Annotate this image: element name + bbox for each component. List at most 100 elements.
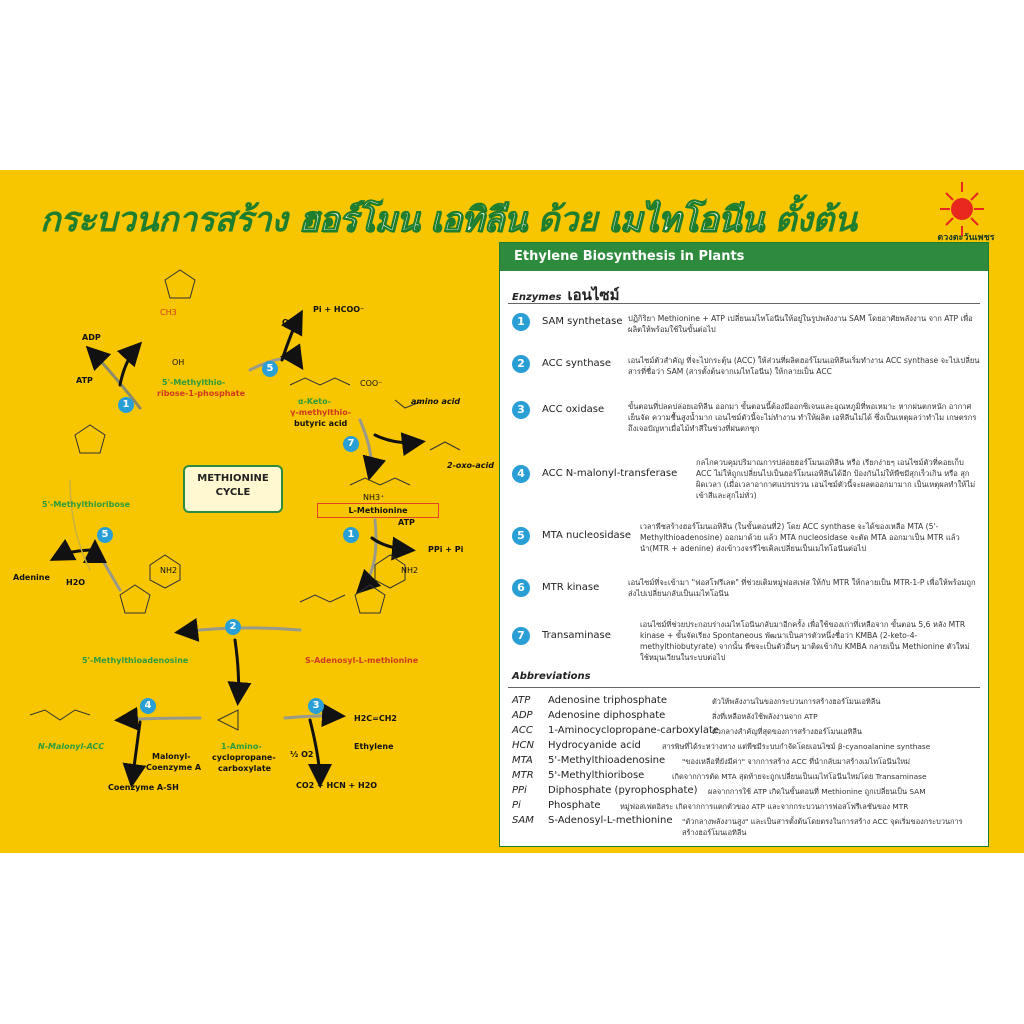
abbr-row: Pi Phosphate หมู่ฟอสเฟตอิสระ เกิดจากการแตก… [512,800,982,815]
aminoacid [394,399,421,409]
coo-kmba: COO⁻ [360,379,383,388]
mtr1p-b: ribose-1-phosphate [157,389,246,398]
enzyme-name: Transaminase [542,630,611,641]
abbr-key: PPi [512,785,527,796]
malonyl-coa-a: Malonyl- [152,752,191,761]
adenine-label: Adenine [13,573,50,582]
kmba-chain [289,377,351,386]
adp-label: ADP [82,333,101,342]
coa-sh-label: Coenzyme A-SH [108,783,179,792]
acc-b: cyclopropane- [212,753,276,762]
arrow-adp [116,341,143,387]
acc-ring [216,709,239,731]
ppi-pi-label: PPi + Pi [428,545,464,554]
enzyme-desc: กลไกควบคุมปริมาณการปล่อยฮอร์โมนเอทิลีน ห… [696,458,976,500]
abbr-value: Hydrocyanide acid [548,740,641,751]
abbr-key: MTR [512,770,534,781]
enzyme-desc: เอนไซม์ตัวสำคัญ ที่จะไปกระตุ้น (ACC) ให้… [628,356,980,376]
enzyme-number: 5 [512,527,530,545]
abbr-key: ATP [512,695,531,706]
lmet-chain [349,477,411,486]
enzyme-number: 4 [512,465,530,483]
sam-chain [299,594,346,603]
abbr-desc: ผลจากการใช้ ATP เกิดในขั้นตอนที่ Methion… [708,787,926,796]
arrow-coa [122,720,147,788]
enzyme-number: 2 [512,355,530,373]
nh2-sam: NH2 [401,566,419,575]
abbr-value: Adenosine triphosphate [548,695,667,706]
ethylene-formula: H2C=CH2 [354,714,397,723]
abbr-value: 1-Aminocyclopropane-carboxylate [548,725,720,736]
abbr-value: Phosphate [548,800,601,811]
cycle-arc-left [69,479,91,571]
mtr-ring [74,424,106,454]
step-7-badge: 7 [343,436,359,452]
abbr-value: Diphosphate (pyrophosphate) [548,785,698,796]
abbr-value: 5'-Methylthioadenosine [548,755,666,766]
page-title: กระบวนการสร้าง ฮอร์โมน เอทิลีน ด้วย เมไท… [40,192,857,246]
nh3-lmet: NH3⁺ [363,493,385,502]
mtr1p-a: 5'-Methylthio- [162,378,226,387]
sam-label: S-Adenosyl-L-methionine [305,656,419,665]
enzyme-name: ACC oxidase [542,404,605,415]
ethylene-label: Ethylene [354,742,394,751]
abbr-row: HCN Hydrocyanide acid สารพิษที่ได้ระหว่างท… [512,740,982,755]
step-4-badge: 4 [140,698,156,714]
step-6-badge: 1 [118,397,134,413]
abbr-desc: เกิดจากการตัด MTA สุดท้ายจะถูกเปลี่ยนเป็… [672,772,927,781]
enzyme-name: MTA nucleosidase [542,530,632,541]
arrow-step4 [114,706,202,731]
title-part3: ด้วย [537,200,598,240]
products-label: CO2 + HCN + H2O [296,781,378,790]
arrow-amino [373,432,426,457]
malonyl-coa-b: Coenzyme A [146,763,202,772]
enzyme-desc: เวลาพืชสร้างฮอร์โมนเอทิลีน (ในขั้นตอนที่… [640,522,960,553]
acc-c: carboxylate [218,764,272,773]
enzyme-desc: เอนไซม์ที่ช่วยประกอบร่างเมไทโอนีนกลับมาอ… [640,620,970,662]
enzyme-name: MTR kinase [542,582,600,593]
abbr-desc: หมู่ฟอสเฟตอิสระ เกิดจากการแตกตัวของ ATP … [620,802,909,811]
o2-label: O2 [282,318,295,327]
abbr-desc: "ของเหลือที่ยังมีค่า" จากการสร้าง ACC ที… [682,757,911,766]
mta-ring [119,584,151,614]
logo-text: ตวงตะวันเพชร [937,233,995,243]
arrow-step6 [85,345,142,410]
enzyme-desc: ปฏิกิริยา Methionine + ATP เปลี่ยนเมไทโอ… [628,314,973,334]
enzyme-name: ACC N-malonyl-transferase [542,468,678,479]
kmba-c: butyric acid [294,419,348,428]
abbr-desc: สารพิษที่ได้ระหว่างทาง แต่พืชมีระบบกำจัด… [662,742,931,751]
enzyme-number: 1 [512,313,530,331]
title-part5: ตั้งต้น [774,200,858,240]
malonyl-chain [29,709,91,721]
step-2-badge: 2 [225,619,241,635]
abbr-desc: ตัวให้พลังงานในของกระบวนการสร้างฮอร์โมนเ… [712,697,881,706]
oxo-acid-label: 2-oxo-acid [447,461,494,470]
abbr-desc: "ตัวกลางพลังงานสูง" และเป็นสารตั้งต้นโดย… [682,817,963,837]
abbr-value: S-Adenosyl-L-methionine [548,815,673,826]
amino-acid-label: amino acid [411,397,461,406]
title-part1: กระบวนการสร้าง [40,200,288,240]
arrow-step2-down [227,638,252,706]
enzyme-desc: เอนไซม์ที่จะเข้ามา "ฟอสโฟรีเลต" ที่ช่วยเ… [628,578,976,598]
step-5-top-badge: 5 [262,361,278,377]
oh-mtr1p: OH [172,358,185,367]
abbr-row: ATP Adenosine triphosphate ตัวให้พลังงานใน… [512,695,982,710]
arrow-step5-left [83,539,122,592]
arrow-adenine [49,538,97,561]
abbr-key: Pi [512,800,521,811]
methionine-cycle-label: METHIONINE CYCLE [183,465,283,513]
mtr1p-ring [164,269,196,299]
enzyme-name: ACC synthase [542,358,612,369]
abbr-value: Adenosine diphosphate [548,710,666,721]
enzyme-desc: ขั้นตอนที่ปลดปล่อยเอทิลีน ออกมา ขั้นตอนน… [628,402,977,433]
kmba-a: α-Keto- [298,397,331,406]
abbr-key: ADP [512,710,533,721]
arrow-step3 [283,703,346,728]
abbr-row: PPi Diphosphate (pyrophosphate) ผลจากการใช… [512,785,982,800]
oxoacid [429,441,461,451]
abbr-key: HCN [512,740,534,751]
kmba-b: γ-methylthio- [290,408,352,417]
